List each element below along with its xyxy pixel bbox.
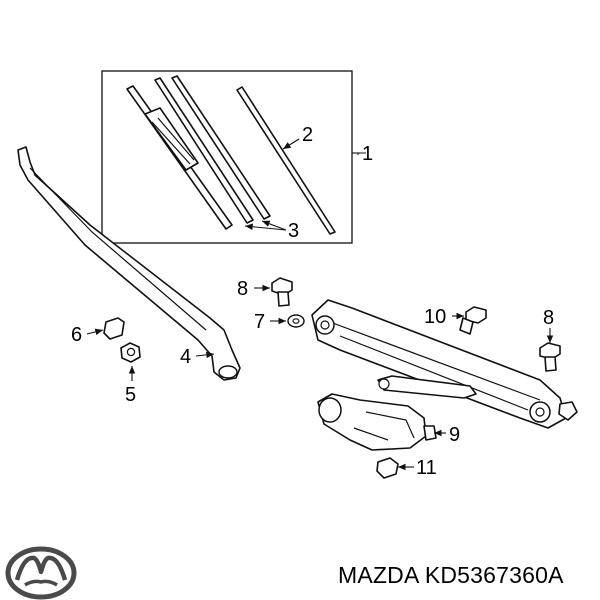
callout-2: 2 bbox=[302, 124, 313, 146]
bolt-middle bbox=[459, 306, 487, 335]
cap bbox=[103, 317, 125, 340]
callout-5: 5 bbox=[125, 384, 136, 406]
callout-10: 10 bbox=[424, 306, 446, 328]
callout-1: 1 bbox=[362, 143, 373, 165]
washer bbox=[287, 314, 305, 328]
wiper-motor bbox=[317, 393, 437, 451]
callout-7: 7 bbox=[254, 311, 265, 333]
wiper-linkage bbox=[311, 299, 578, 429]
bolt-upper bbox=[271, 277, 293, 307]
callout-8-right: 8 bbox=[543, 307, 554, 329]
callout-11: 11 bbox=[416, 457, 437, 479]
wiper-arm bbox=[17, 146, 241, 381]
callout-4: 4 bbox=[180, 346, 191, 368]
leader-lines bbox=[86, 138, 554, 471]
part-number: KD5367360A bbox=[424, 562, 564, 588]
callout-8-upper: 8 bbox=[237, 278, 248, 300]
callout-9: 9 bbox=[449, 424, 460, 446]
nut bbox=[120, 342, 141, 363]
bolt-right bbox=[539, 342, 561, 372]
callout-6: 6 bbox=[71, 324, 82, 346]
blade-kit-box bbox=[101, 70, 353, 244]
nut-lower bbox=[376, 457, 399, 479]
part-caption: MAZDA KD5367360A bbox=[338, 562, 564, 589]
brand-name: MAZDA bbox=[338, 562, 419, 588]
callout-3: 3 bbox=[288, 220, 299, 242]
mazda-logo-icon bbox=[5, 546, 77, 600]
